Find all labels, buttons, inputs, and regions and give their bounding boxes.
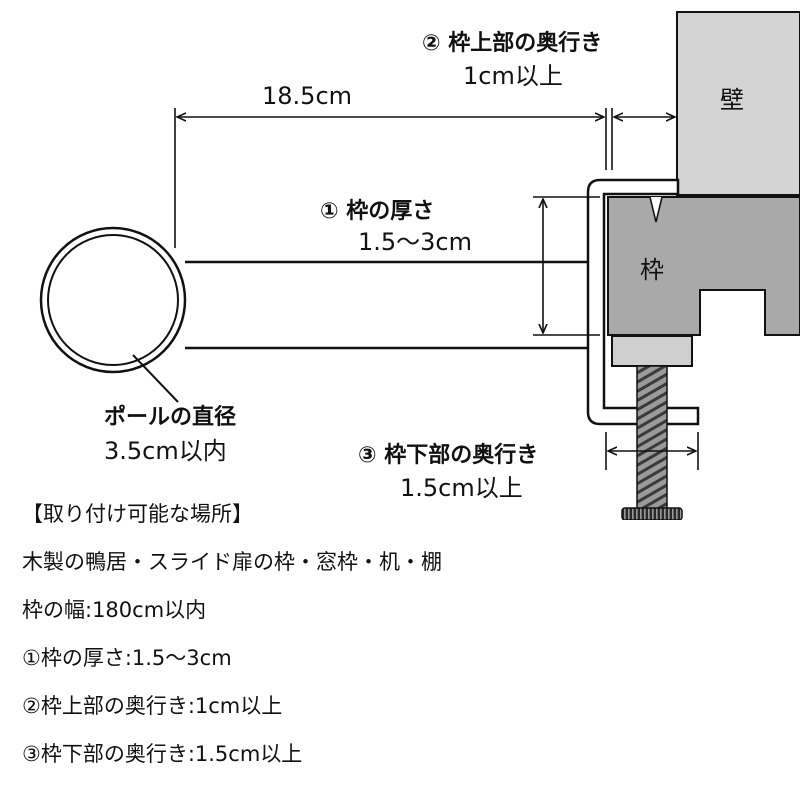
thickness-title: ① 枠の厚さ	[320, 199, 434, 224]
bottom-depth-title: ③ 枠下部の奥行き	[358, 442, 538, 468]
pole-leader	[132, 354, 179, 403]
pressure-pad	[611, 335, 693, 367]
note-locations: 木製の鴨居・スライド扉の枠・窓枠・机・棚	[22, 550, 442, 574]
screw-thread	[636, 365, 668, 517]
note-top-depth: ②枠上部の奥行き:1cm以上	[22, 694, 283, 718]
wall-label: 壁	[720, 86, 744, 114]
frame-notch	[649, 196, 663, 223]
wall-block	[676, 11, 800, 196]
frame-label: 枠	[640, 256, 664, 284]
dim-span-label: 18.5cm	[262, 82, 352, 110]
pole-value: 3.5cm以内	[104, 437, 227, 465]
clamp-body	[586, 178, 700, 426]
pole-ring-inner	[47, 234, 179, 366]
note-bottom-depth: ③枠下部の奥行き:1.5cm以上	[22, 742, 303, 766]
clamp-diagram: 壁 枠 18.5cm ② 枠上部の奥行き 1cm以上 ① 枠の厚さ 1.5〜3c…	[39, 11, 800, 520]
installation-notes: 【取り付け可能な場所】 木製の鴨居・スライド扉の枠・窓枠・机・棚 枠の幅:180…	[22, 502, 782, 790]
notes-heading: 【取り付け可能な場所】	[22, 502, 253, 526]
frame-block	[607, 196, 800, 336]
note-frame-width: 枠の幅:180cm以内	[22, 598, 207, 622]
pole-title: ポールの直径	[104, 404, 236, 430]
top-depth-title: ② 枠上部の奥行き	[422, 30, 602, 56]
note-thickness: ①枠の厚さ:1.5〜3cm	[22, 646, 232, 670]
top-depth-value: 1cm以上	[463, 62, 563, 90]
bottom-depth-value: 1.5cm以上	[400, 474, 523, 502]
screw-knob	[621, 507, 683, 520]
thickness-value: 1.5〜3cm	[358, 228, 472, 256]
